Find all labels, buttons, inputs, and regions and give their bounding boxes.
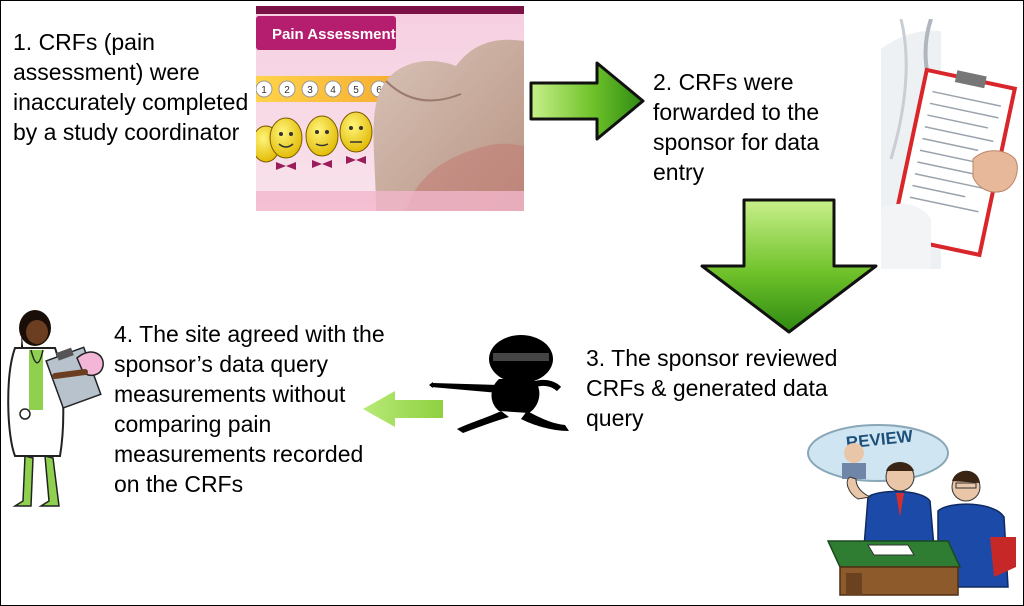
scale-number: 6 [376, 85, 382, 96]
step-4-text: 4. The site agreed with the sponsor’s da… [114, 321, 385, 497]
arrow-left [363, 391, 443, 427]
scale-number: 2 [284, 85, 290, 96]
scale-number: 4 [330, 85, 336, 96]
arrow-down [700, 198, 878, 334]
step-1-text: 1. CRFs (pain assessment) were inaccurat… [13, 29, 249, 145]
scale-number: 1 [261, 85, 267, 96]
pain-assessment-image: Pain Assessment 1 2 3 4 5 6 7 [256, 6, 524, 211]
step-2-text: 2. CRFs were forwarded to the sponsor fo… [653, 69, 820, 185]
sneaking-figure-image [429, 335, 569, 433]
scale-number: 5 [353, 85, 359, 96]
nurse-clipboard-image [7, 310, 104, 507]
pain-card-title: Pain Assessment [272, 26, 396, 43]
review-meeting-image: REVIEW [807, 424, 1016, 596]
scale-number: 3 [307, 85, 313, 96]
doctor-clipboard-image [881, 19, 1021, 269]
step-3-text: 3. The sponsor reviewed CRFs & generated… [586, 345, 838, 431]
arrow-right [529, 61, 645, 141]
